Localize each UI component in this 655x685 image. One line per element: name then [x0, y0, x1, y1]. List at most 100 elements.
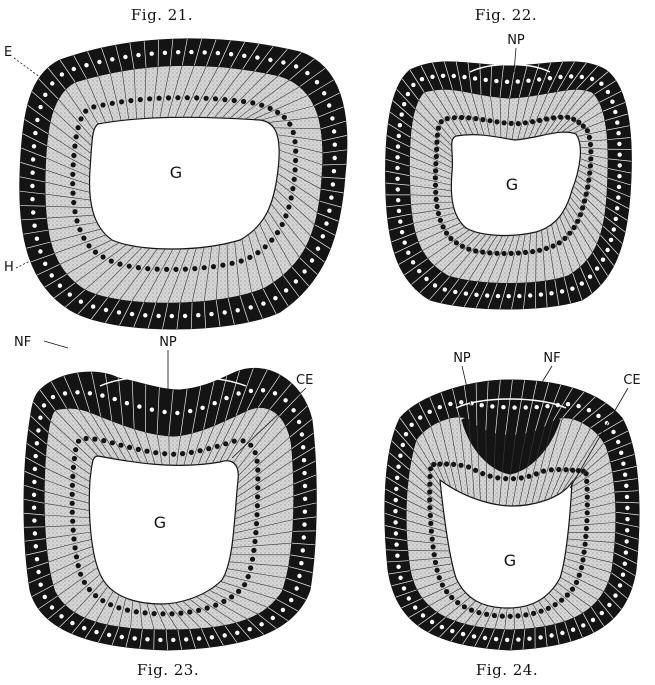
nucleus	[202, 265, 207, 270]
nucleus	[430, 75, 434, 79]
nucleus	[229, 594, 234, 599]
nucleus	[34, 544, 38, 548]
nucleus	[183, 267, 188, 272]
nucleus	[73, 545, 78, 550]
nucleus	[459, 115, 464, 120]
nucleus	[248, 443, 253, 448]
nucleus	[501, 405, 505, 409]
nucleus	[452, 115, 457, 120]
nucleus	[539, 609, 544, 614]
nucleus	[147, 96, 152, 101]
nucleus	[618, 583, 622, 587]
nucleus	[427, 497, 432, 502]
nucleus	[619, 451, 623, 455]
nucleus	[78, 572, 83, 577]
nucleus	[235, 631, 239, 635]
fig24-label-ce: CE	[623, 373, 640, 388]
nucleus	[580, 205, 585, 210]
nucleus	[68, 292, 72, 296]
nucleus	[160, 611, 165, 616]
nucleus	[220, 263, 225, 268]
nucleus	[549, 291, 553, 295]
nucleus	[51, 395, 55, 399]
nucleus	[566, 402, 570, 406]
figure-23: Fig. 23. G NF NP CE	[14, 335, 316, 679]
nucleus	[530, 119, 535, 124]
nucleus	[32, 480, 36, 484]
nucleus	[474, 293, 478, 297]
nucleus	[502, 251, 507, 256]
nucleus	[398, 219, 402, 223]
nucleus	[324, 221, 328, 225]
nucleus	[430, 537, 435, 542]
nucleus	[110, 101, 115, 106]
nucleus	[171, 638, 175, 642]
nucleus	[570, 287, 574, 291]
nucleus	[43, 262, 47, 266]
nucleus	[255, 55, 259, 59]
nucleus	[50, 273, 54, 277]
nucleus	[534, 471, 539, 476]
nucleus	[153, 450, 158, 455]
nucleus	[526, 79, 530, 83]
nucleus	[242, 582, 247, 587]
nucleus	[395, 476, 399, 480]
nucleus	[623, 473, 627, 477]
nucleus	[509, 121, 514, 126]
nucleus	[503, 476, 508, 481]
nucleus	[609, 238, 613, 242]
nucleus	[294, 279, 298, 283]
nucleus	[624, 550, 628, 554]
nucleus	[93, 593, 98, 598]
nucleus	[433, 560, 438, 565]
nucleus	[616, 195, 620, 199]
nucleus	[229, 52, 233, 56]
fig23-label-nf: NF	[14, 335, 31, 350]
nucleus	[109, 259, 114, 264]
nucleus	[34, 454, 38, 458]
nucleus	[143, 610, 148, 615]
nucleus	[70, 621, 74, 625]
nucleus	[255, 459, 260, 464]
fig23-leader-nf	[44, 341, 68, 348]
nucleus	[424, 277, 428, 281]
nucleus	[427, 505, 432, 510]
nucleus	[452, 74, 456, 78]
nucleus	[585, 502, 590, 507]
nucleus	[303, 497, 307, 501]
nucleus	[480, 471, 485, 476]
nucleus	[625, 517, 629, 521]
nucleus	[444, 461, 449, 466]
nucleus	[595, 266, 599, 270]
nucleus	[585, 185, 590, 190]
nucleus	[407, 596, 411, 600]
nucleus	[43, 595, 47, 599]
fig23-label-g: G	[154, 513, 166, 532]
nucleus	[431, 544, 436, 549]
nucleus	[31, 210, 35, 214]
nucleus	[125, 608, 130, 613]
nucleus	[433, 175, 438, 180]
nucleus	[541, 469, 546, 474]
nucleus	[484, 78, 488, 82]
nucleus	[281, 60, 285, 64]
nucleus	[523, 612, 528, 617]
nucleus	[476, 610, 481, 615]
nucleus	[42, 403, 46, 407]
nucleus	[567, 231, 572, 236]
nucleus	[394, 531, 398, 535]
nucleus	[625, 495, 629, 499]
nucleus	[273, 391, 277, 395]
nucleus	[587, 135, 592, 140]
nucleus	[527, 637, 531, 641]
nucleus	[136, 265, 141, 270]
nucleus	[585, 487, 590, 492]
nucleus	[138, 97, 143, 102]
nucleus	[454, 240, 459, 245]
nucleus	[145, 637, 149, 641]
nucleus	[215, 444, 220, 449]
nucleus	[428, 410, 432, 414]
nucleus	[249, 305, 253, 309]
nucleus	[418, 415, 422, 419]
nucleus	[32, 506, 36, 510]
